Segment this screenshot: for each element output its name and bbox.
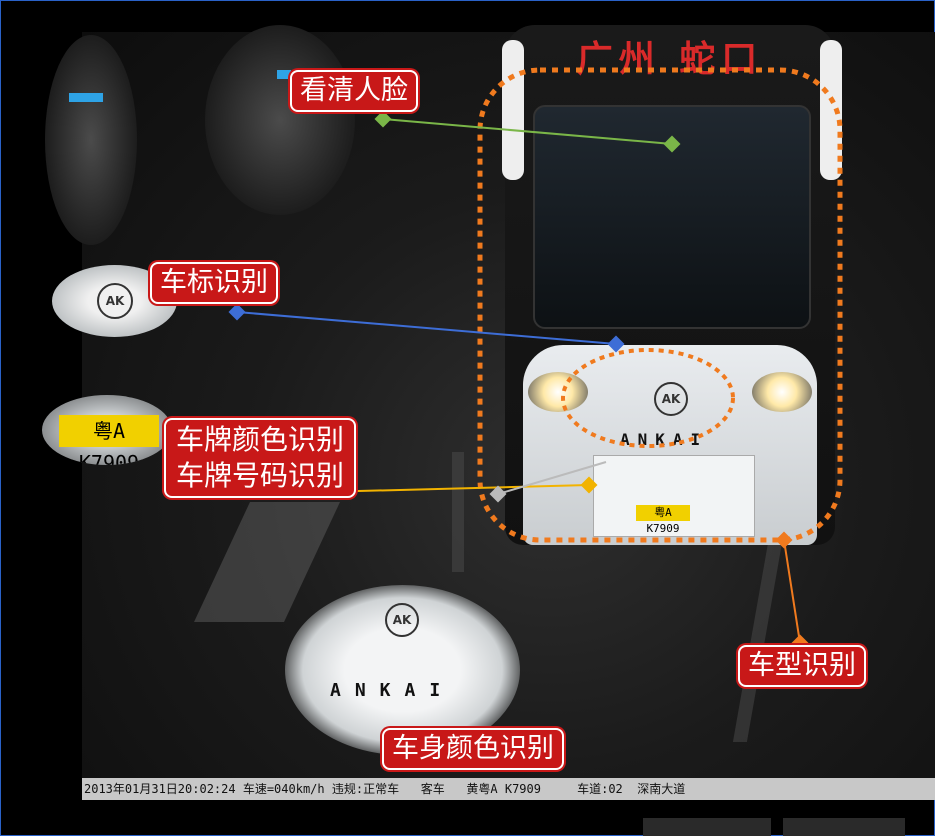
capture-status-bar: 2013年01月31日20:02:24 车速=040km/h 违规:正常车 客车… — [82, 778, 935, 800]
label-vehicle-type: 车型识别 — [738, 645, 866, 687]
passenger-face-inset — [205, 25, 355, 215]
lane-marking — [452, 452, 464, 572]
label-brand: 车标识别 — [150, 262, 278, 304]
headlight-right — [752, 372, 812, 412]
bus-license-plate: 粤A K7909 — [636, 505, 690, 535]
plate-inset: 粤A K7909 — [42, 395, 172, 465]
body-logo-icon: AK — [385, 603, 419, 637]
brand-logo-icon: AK — [97, 283, 133, 319]
driver-face-inset — [45, 35, 137, 245]
face-privacy-bar — [69, 93, 103, 102]
bus-destination-sign: 广州 蛇口 — [576, 39, 764, 80]
label-face: 看清人脸 — [290, 70, 418, 112]
bus-mirror-left — [502, 40, 524, 180]
bus-mirror-right — [820, 40, 842, 180]
label-plate-number: 车牌号码识别 — [176, 459, 345, 492]
body-color-inset: AK ANKAI — [285, 585, 520, 755]
body-brand-text: ANKAI — [330, 680, 455, 701]
bus-brand-text: ANKAI — [620, 430, 709, 449]
bus-logo: AK — [654, 382, 688, 416]
label-body-color: 车身颜色识别 — [382, 728, 564, 770]
plate-inset-number: 粤A K7909 — [59, 415, 159, 465]
headlight-left — [528, 372, 588, 412]
bus-windshield — [533, 105, 811, 329]
label-plate: 车牌颜色识别 车牌号码识别 — [164, 418, 357, 498]
bottom-dark-block — [783, 818, 905, 836]
label-plate-color: 车牌颜色识别 — [176, 423, 345, 456]
road-arrow-marking — [194, 502, 340, 622]
face-privacy-bar — [277, 70, 291, 79]
bottom-dark-block — [643, 818, 771, 836]
